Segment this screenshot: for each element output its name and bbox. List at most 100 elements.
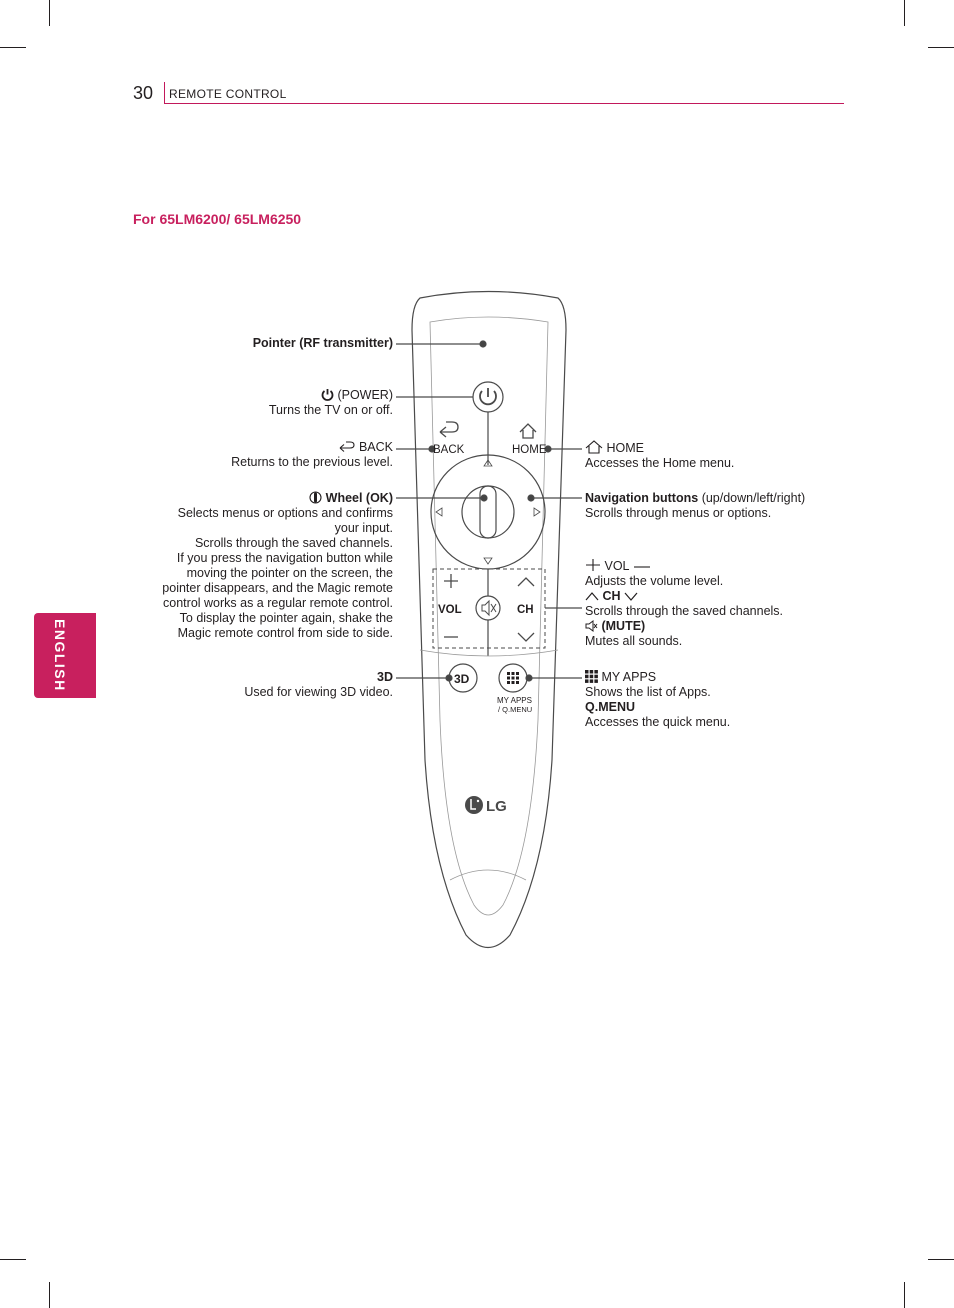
lg-logo-text: LG <box>486 798 507 815</box>
remote-home-label: HOME <box>512 444 547 456</box>
vol-plus <box>444 574 458 588</box>
ch-down <box>517 632 535 642</box>
home-title: HOME <box>606 441 644 455</box>
crop-mark <box>928 47 954 48</box>
wheel-title: Wheel (OK) <box>325 491 393 505</box>
callout-back: BACK Returns to the previous level. <box>180 440 393 470</box>
wheel-pointer-dot <box>480 494 488 502</box>
q-menu-title: Q.MENU <box>585 700 635 714</box>
crop-mark <box>0 1259 26 1260</box>
power-desc: Turns the TV on or off. <box>268 403 393 417</box>
remote-ch-label: CH <box>517 604 534 616</box>
my-apps-grid-icon <box>507 672 519 684</box>
wheel-desc-7: To display the pointer again, shake the <box>179 611 393 625</box>
back-desc: Returns to the previous level. <box>231 455 393 469</box>
power-glyph <box>479 388 497 406</box>
language-tab-label: ENGLISH <box>52 619 68 692</box>
remote-body <box>411 290 567 949</box>
ch-down-icon <box>624 592 638 601</box>
remote-tip <box>449 869 527 881</box>
remote-body-inner <box>429 316 549 916</box>
callout-pointer: Pointer (RF transmitter) <box>180 336 393 351</box>
vol-title: VOL <box>604 559 630 573</box>
vol-minus-icon <box>633 566 650 568</box>
callout-vol-ch-mute: VOL Adjusts the volume level. CH Scrolls… <box>585 558 825 649</box>
crop-mark <box>49 1282 50 1308</box>
callout-navigation: Navigation buttons (up/down/left/right) … <box>585 491 825 521</box>
myapps-pointer-dot <box>525 674 533 682</box>
mute-icon <box>585 620 598 632</box>
nav-up <box>483 459 493 467</box>
lower-curve <box>419 649 559 657</box>
nav-down <box>483 557 493 565</box>
power-icon <box>321 389 334 401</box>
callout-3d: 3D Used for viewing 3D video. <box>180 670 393 700</box>
navigation-title: Navigation buttons <box>585 491 699 505</box>
vol-plus-icon <box>586 559 600 571</box>
page-number: 30 <box>133 83 154 103</box>
3d-title: 3D <box>377 670 393 684</box>
my-apps-title: MY APPS <box>601 670 657 684</box>
crop-mark <box>904 0 905 26</box>
wheel-desc-5: pointer disappears, and the Magic remote <box>162 581 393 595</box>
lg-logo: LG <box>465 796 507 815</box>
back-icon <box>439 421 459 438</box>
power-title: (POWER) <box>337 388 393 402</box>
header-rule <box>164 103 844 104</box>
3d-desc: Used for viewing 3D video. <box>244 685 393 699</box>
back-arrow-icon <box>340 441 356 452</box>
wheel-desc-1: your input. <box>334 521 393 535</box>
callout-power: (POWER) Turns the TV on or off. <box>180 388 393 418</box>
home-icon <box>519 423 537 439</box>
remote-qmenu-label: / Q.MENU <box>498 705 532 714</box>
callout-home: HOME Accesses the Home menu. <box>585 440 825 471</box>
ch-up <box>517 577 535 587</box>
remote-back-label: BACK <box>433 444 465 456</box>
wheel-outer <box>461 485 515 539</box>
ch-up-icon <box>585 592 599 601</box>
wheel-ok <box>479 485 497 539</box>
nav-pointer-dot <box>527 494 535 502</box>
callout-wheel: Wheel (OK) Selects menus or options and … <box>130 491 393 641</box>
svg-text:3D: 3D <box>454 672 470 686</box>
ch-title: CH <box>602 589 621 603</box>
wheel-icon <box>309 491 322 504</box>
3d-glyph: 3D <box>454 672 470 686</box>
wheel-desc-6: control works as a regular remote contro… <box>163 596 393 610</box>
remote-vol-label: VOL <box>438 604 462 616</box>
section-title: REMOTE CONTROL <box>169 87 287 101</box>
mute-desc: Mutes all sounds. <box>585 634 683 648</box>
wheel-desc-3: If you press the navigation button while <box>176 551 393 565</box>
crop-mark <box>0 47 26 48</box>
wheel-desc-4: moving the pointer on the screen, the <box>186 566 393 580</box>
model-title: For 65LM6200/ 65LM6250 <box>133 211 302 227</box>
remote-myapps-label: MY APPS <box>497 696 532 705</box>
nav-ring <box>430 454 546 570</box>
crop-mark <box>928 1259 954 1260</box>
nav-right <box>533 507 541 517</box>
navigation-title-suffix: (up/down/left/right) <box>701 491 806 505</box>
mute-glyph <box>481 599 497 617</box>
vol-ch-box <box>432 568 546 649</box>
wheel-desc-2: Scrolls through the saved channels. <box>194 536 393 550</box>
crop-mark <box>49 0 50 26</box>
language-tab: ENGLISH <box>34 613 96 698</box>
crop-mark <box>904 1282 905 1308</box>
home-desc: Accesses the Home menu. <box>585 456 735 470</box>
my-apps-desc: Shows the list of Apps. <box>585 685 711 699</box>
vol-desc: Adjusts the volume level. <box>585 574 724 588</box>
back-title: BACK <box>358 440 393 454</box>
pointer-dot <box>479 340 487 348</box>
nav-left <box>435 507 443 517</box>
my-apps-icon <box>585 670 598 683</box>
mute-button <box>475 595 501 621</box>
wheel-desc-8: Magic remote control from side to side. <box>177 626 393 640</box>
q-menu-desc: Accesses the quick menu. <box>585 715 731 729</box>
wheel-desc-0: Selects menus or options and confirms <box>177 506 393 520</box>
ch-desc: Scrolls through the saved channels. <box>585 604 784 618</box>
navigation-desc: Scrolls through menus or options. <box>585 506 772 520</box>
home-icon <box>585 440 603 454</box>
header-divider <box>164 82 165 104</box>
mute-title: (MUTE) <box>601 619 646 633</box>
